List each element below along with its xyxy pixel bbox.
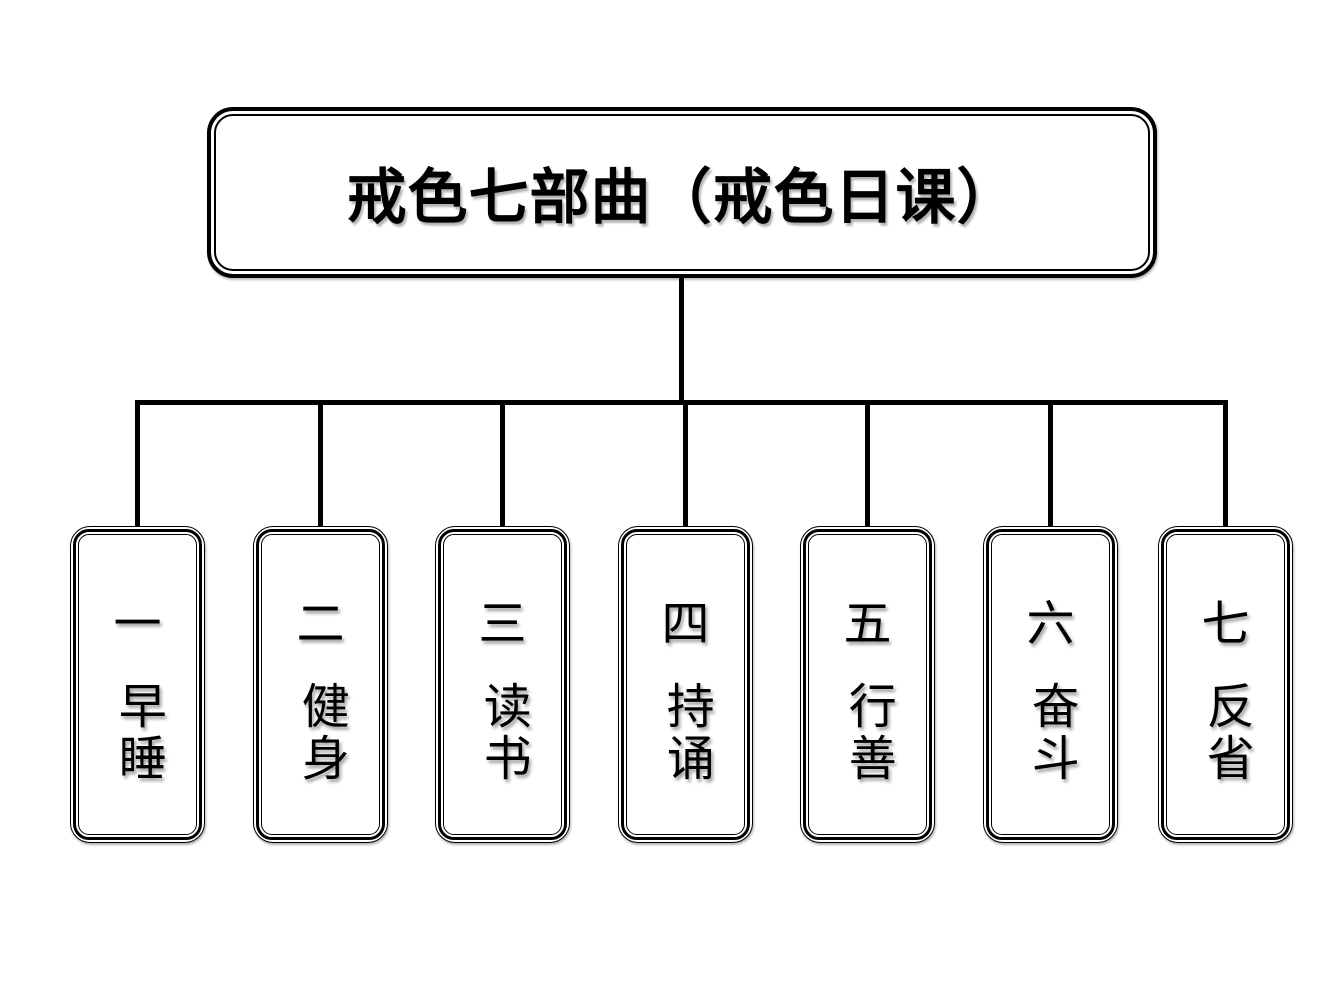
- step-label: 行善: [839, 681, 896, 785]
- step-label: 奋斗: [1022, 681, 1079, 785]
- step-label: 读书: [474, 681, 531, 785]
- step-label: 持诵: [657, 681, 714, 785]
- step-node-2: 二 健身: [253, 526, 388, 843]
- connector-drop-6: [1048, 400, 1053, 526]
- connector-drop-3: [500, 400, 505, 526]
- step-node-6: 六 奋斗: [983, 526, 1118, 843]
- step-number: 七: [1201, 596, 1250, 652]
- step-number: 四: [661, 596, 710, 652]
- step-number: 六: [1026, 596, 1075, 652]
- step-number: 五: [843, 596, 892, 652]
- step-number: 二: [296, 596, 345, 652]
- connector-drop-5: [865, 400, 870, 526]
- step-node-4: 四 持诵: [618, 526, 753, 843]
- title-box: 戒色七部曲（戒色日课）: [207, 107, 1157, 278]
- title-box-inner-border: 戒色七部曲（戒色日课）: [214, 114, 1150, 271]
- connector-drop-4: [683, 400, 688, 526]
- step-number: 三: [478, 596, 527, 652]
- step-label: 反省: [1197, 681, 1254, 785]
- step-node-1: 一 早睡: [70, 526, 205, 843]
- step-node-5: 五 行善: [800, 526, 935, 843]
- connector-horizontal-bar: [135, 400, 1228, 405]
- connector-trunk: [679, 278, 684, 405]
- step-node-3: 三 读书: [435, 526, 570, 843]
- connector-drop-7: [1223, 400, 1228, 526]
- step-label: 健身: [292, 681, 349, 785]
- connector-drop-1: [135, 400, 140, 526]
- step-label: 早睡: [109, 681, 166, 785]
- step-node-7: 七 反省: [1158, 526, 1293, 843]
- diagram-title: 戒色七部曲（戒色日课）: [346, 163, 1018, 233]
- step-number: 一: [113, 596, 162, 652]
- connector-drop-2: [318, 400, 323, 526]
